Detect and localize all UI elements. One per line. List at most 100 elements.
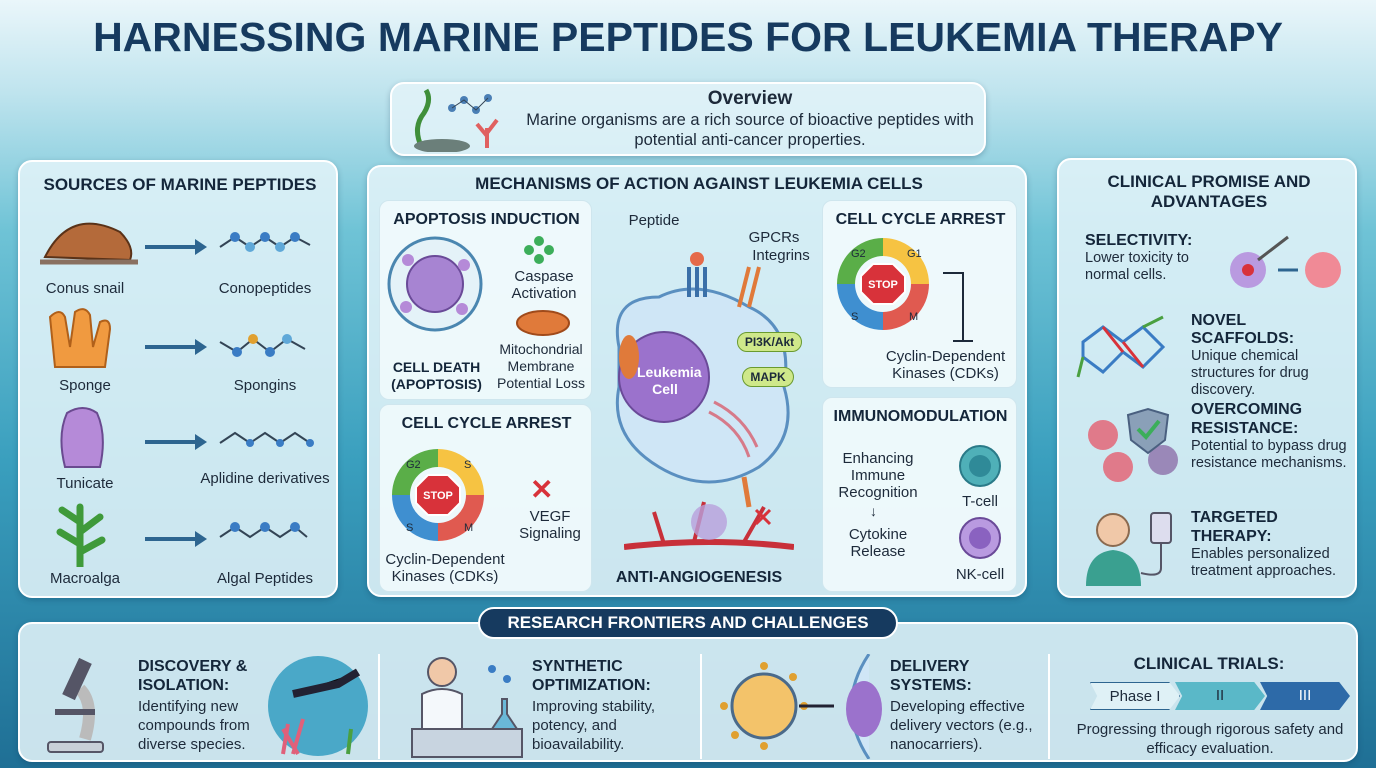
phase-label: S <box>464 459 472 471</box>
source-peptide: Algal Peptides <box>217 570 313 587</box>
page-title: HARNESSING MARINE PEPTIDES FOR LEUKEMIA … <box>93 14 1283 60</box>
research-item-desc: Identifying new compounds from diverse s… <box>138 698 250 753</box>
mito-label: Mitochondrial Membrane Potential Loss <box>497 341 585 391</box>
phase-1-step: Phase I <box>1090 682 1180 710</box>
research-item-title: DISCOVERY & ISOLATION: <box>138 658 248 694</box>
source-peptide: Aplidine derivatives <box>200 470 330 487</box>
cdk-label: Cyclin-Dependent Kinases (CDKs) <box>385 551 505 585</box>
patient-iv-icon <box>1086 512 1172 586</box>
source-row: Macroalga Algal Peptides <box>20 502 340 597</box>
research-item: SYNTHETIC OPTIMIZATION: Improving stabil… <box>382 654 702 759</box>
phase-3-step: III <box>1260 682 1350 710</box>
microscope-icon <box>47 657 104 753</box>
inhibition-icon <box>943 272 973 342</box>
clinical-item-desc: Potential to bypass drug resistance mech… <box>1191 438 1347 471</box>
clinical-heading: CLINICAL PROMISE AND ADVANTAGES <box>1107 172 1311 211</box>
nk-cell-label: NK-cell <box>955 566 1005 583</box>
caspase-icon <box>524 236 554 264</box>
immuno-heading: IMMUNOMODULATION <box>833 408 1008 425</box>
research-item: DISCOVERY & ISOLATION: Identifying new c… <box>20 654 380 759</box>
stop-label: STOP <box>423 490 453 502</box>
cell-cycle-wheel <box>837 238 929 330</box>
clinical-panel: CLINICAL PROMISE AND ADVANTAGES SELECTIV… <box>1057 158 1357 598</box>
molecule-icon <box>219 334 306 357</box>
clinical-trials-desc: Progressing through rigorous safety and … <box>1076 721 1344 757</box>
resistance-shield-icon <box>1088 407 1178 482</box>
molecule-icon <box>219 522 308 539</box>
diver-reef-icon <box>268 656 368 756</box>
seaweed-molecule-icon <box>414 88 499 152</box>
molecular-structure-icon <box>1076 315 1166 378</box>
macroalga-icon <box>56 503 106 567</box>
sponge-icon <box>48 308 112 368</box>
phase-label: G2 <box>851 248 866 260</box>
source-peptide: Conopeptides <box>218 280 312 297</box>
apoptotic-cell-icon <box>387 236 483 332</box>
nanocarrier-icon <box>720 654 882 759</box>
blocked-x-icon: ✕ <box>530 474 554 505</box>
clinical-item-title: NOVEL SCAFFOLDS: <box>1191 312 1295 347</box>
clinical-trials: CLINICAL TRIALS: Phase I II III Progress… <box>1060 654 1358 759</box>
research-heading: RESEARCH FRONTIERS AND CHALLENGES <box>478 607 898 639</box>
phase-label: M <box>464 522 474 534</box>
overview-box: Overview Marine organisms are a rich sou… <box>390 82 986 156</box>
research-panel: DISCOVERY & ISOLATION: Identifying new c… <box>18 622 1358 762</box>
clinical-item-desc: Lower toxicity to normal cells. <box>1085 250 1189 283</box>
cell-cycle-bottom-box: CELL CYCLE ARREST STOP G2 S S M ✕ VEGF S… <box>379 404 592 592</box>
research-item-desc: Improving stability, potency, and bioava… <box>532 698 656 753</box>
source-row: Sponge Spongins <box>20 307 340 402</box>
down-arrow-icon: ↓ <box>870 503 877 519</box>
leukemia-cell-diagram <box>615 252 790 508</box>
overview-heading: Overview <box>707 88 793 109</box>
anti-angiogenesis-label: ANTI-ANGIOGENESIS <box>615 569 783 586</box>
sources-panel: SOURCES OF MARINE PEPTIDES Conus snail C… <box>18 160 338 598</box>
scientist-lab-icon <box>411 657 523 758</box>
apoptosis-box: APOPTOSIS INDUCTION Caspase Activation C… <box>379 200 592 400</box>
cell-cycle-heading: CELL CYCLE ARREST <box>401 415 572 432</box>
pi3k-badge: PI3K/Akt <box>737 332 802 352</box>
phase-label: S <box>406 522 414 534</box>
clinical-item-desc: Enables personalized treatment approache… <box>1191 546 1337 579</box>
clinical-item-title: OVERCOMING RESISTANCE: <box>1191 401 1303 437</box>
mapk-badge: MAPK <box>742 367 794 387</box>
molecule-icon <box>219 232 311 252</box>
cdk-label: Cyclin-Dependent Kinases (CDKs) <box>885 348 1006 382</box>
clinical-trials-title: CLINICAL TRIALS: <box>1133 654 1285 673</box>
overview-text: Marine organisms are a rich source of bi… <box>526 111 974 149</box>
source-peptide: Spongins <box>233 377 297 394</box>
cell-cycle-wheel <box>392 449 484 541</box>
cell-death-label: CELL DEATH (APOPTOSIS) <box>391 359 482 392</box>
sources-heading: SOURCES OF MARINE PEPTIDES <box>43 175 317 194</box>
clinical-item: TARGETED THERAPY: Enables personalized t… <box>1073 508 1349 588</box>
cell-cycle-top-box: CELL CYCLE ARREST STOP G2 G1 S M Cyclin-… <box>822 200 1017 388</box>
tunicate-icon <box>60 407 104 468</box>
recognition-label: Enhancing Immune Recognition <box>838 450 918 501</box>
research-item: DELIVERY SYSTEMS: Developing effective d… <box>704 654 1050 759</box>
vegf-label: VEGF Signaling <box>519 508 581 542</box>
integrins-label: Integrins <box>752 247 810 264</box>
caspase-label: Caspase Activation <box>511 268 577 302</box>
peptide-label: Peptide <box>628 212 680 229</box>
research-item-title: DELIVERY SYSTEMS: <box>890 658 972 694</box>
conus-snail-icon <box>40 222 138 265</box>
research-item-desc: Developing effective delivery vectors (e… <box>890 698 1033 753</box>
t-cell-icon <box>959 445 1001 487</box>
clinical-item: OVERCOMING RESISTANCE: Potential to bypa… <box>1073 400 1349 490</box>
nk-cell-icon <box>959 517 1001 559</box>
leukemia-cell-label: Leukemia Cell <box>637 364 702 397</box>
mechanisms-panel: MECHANISMS OF ACTION AGAINST LEUKEMIA CE… <box>367 165 1027 597</box>
cell-cycle-heading: CELL CYCLE ARREST <box>835 211 1006 228</box>
clinical-item: NOVEL SCAFFOLDS: Unique chemical structu… <box>1073 312 1349 398</box>
research-item-title: SYNTHETIC OPTIMIZATION: <box>532 658 651 694</box>
target-cell-icon <box>1230 235 1341 288</box>
phase-label: M <box>909 311 919 323</box>
phase-label: G1 <box>907 248 922 260</box>
mitochondria-icon <box>516 310 570 336</box>
source-organism: Sponge <box>59 377 111 394</box>
gpcrs-label: GPCRs <box>748 229 800 246</box>
source-organism: Conus snail <box>45 280 125 297</box>
clinical-item-desc: Unique chemical structures for drug disc… <box>1191 348 1309 398</box>
source-organism: Tunicate <box>56 475 114 492</box>
t-cell-label: T-cell <box>962 493 998 510</box>
source-organism: Macroalga <box>49 570 121 587</box>
